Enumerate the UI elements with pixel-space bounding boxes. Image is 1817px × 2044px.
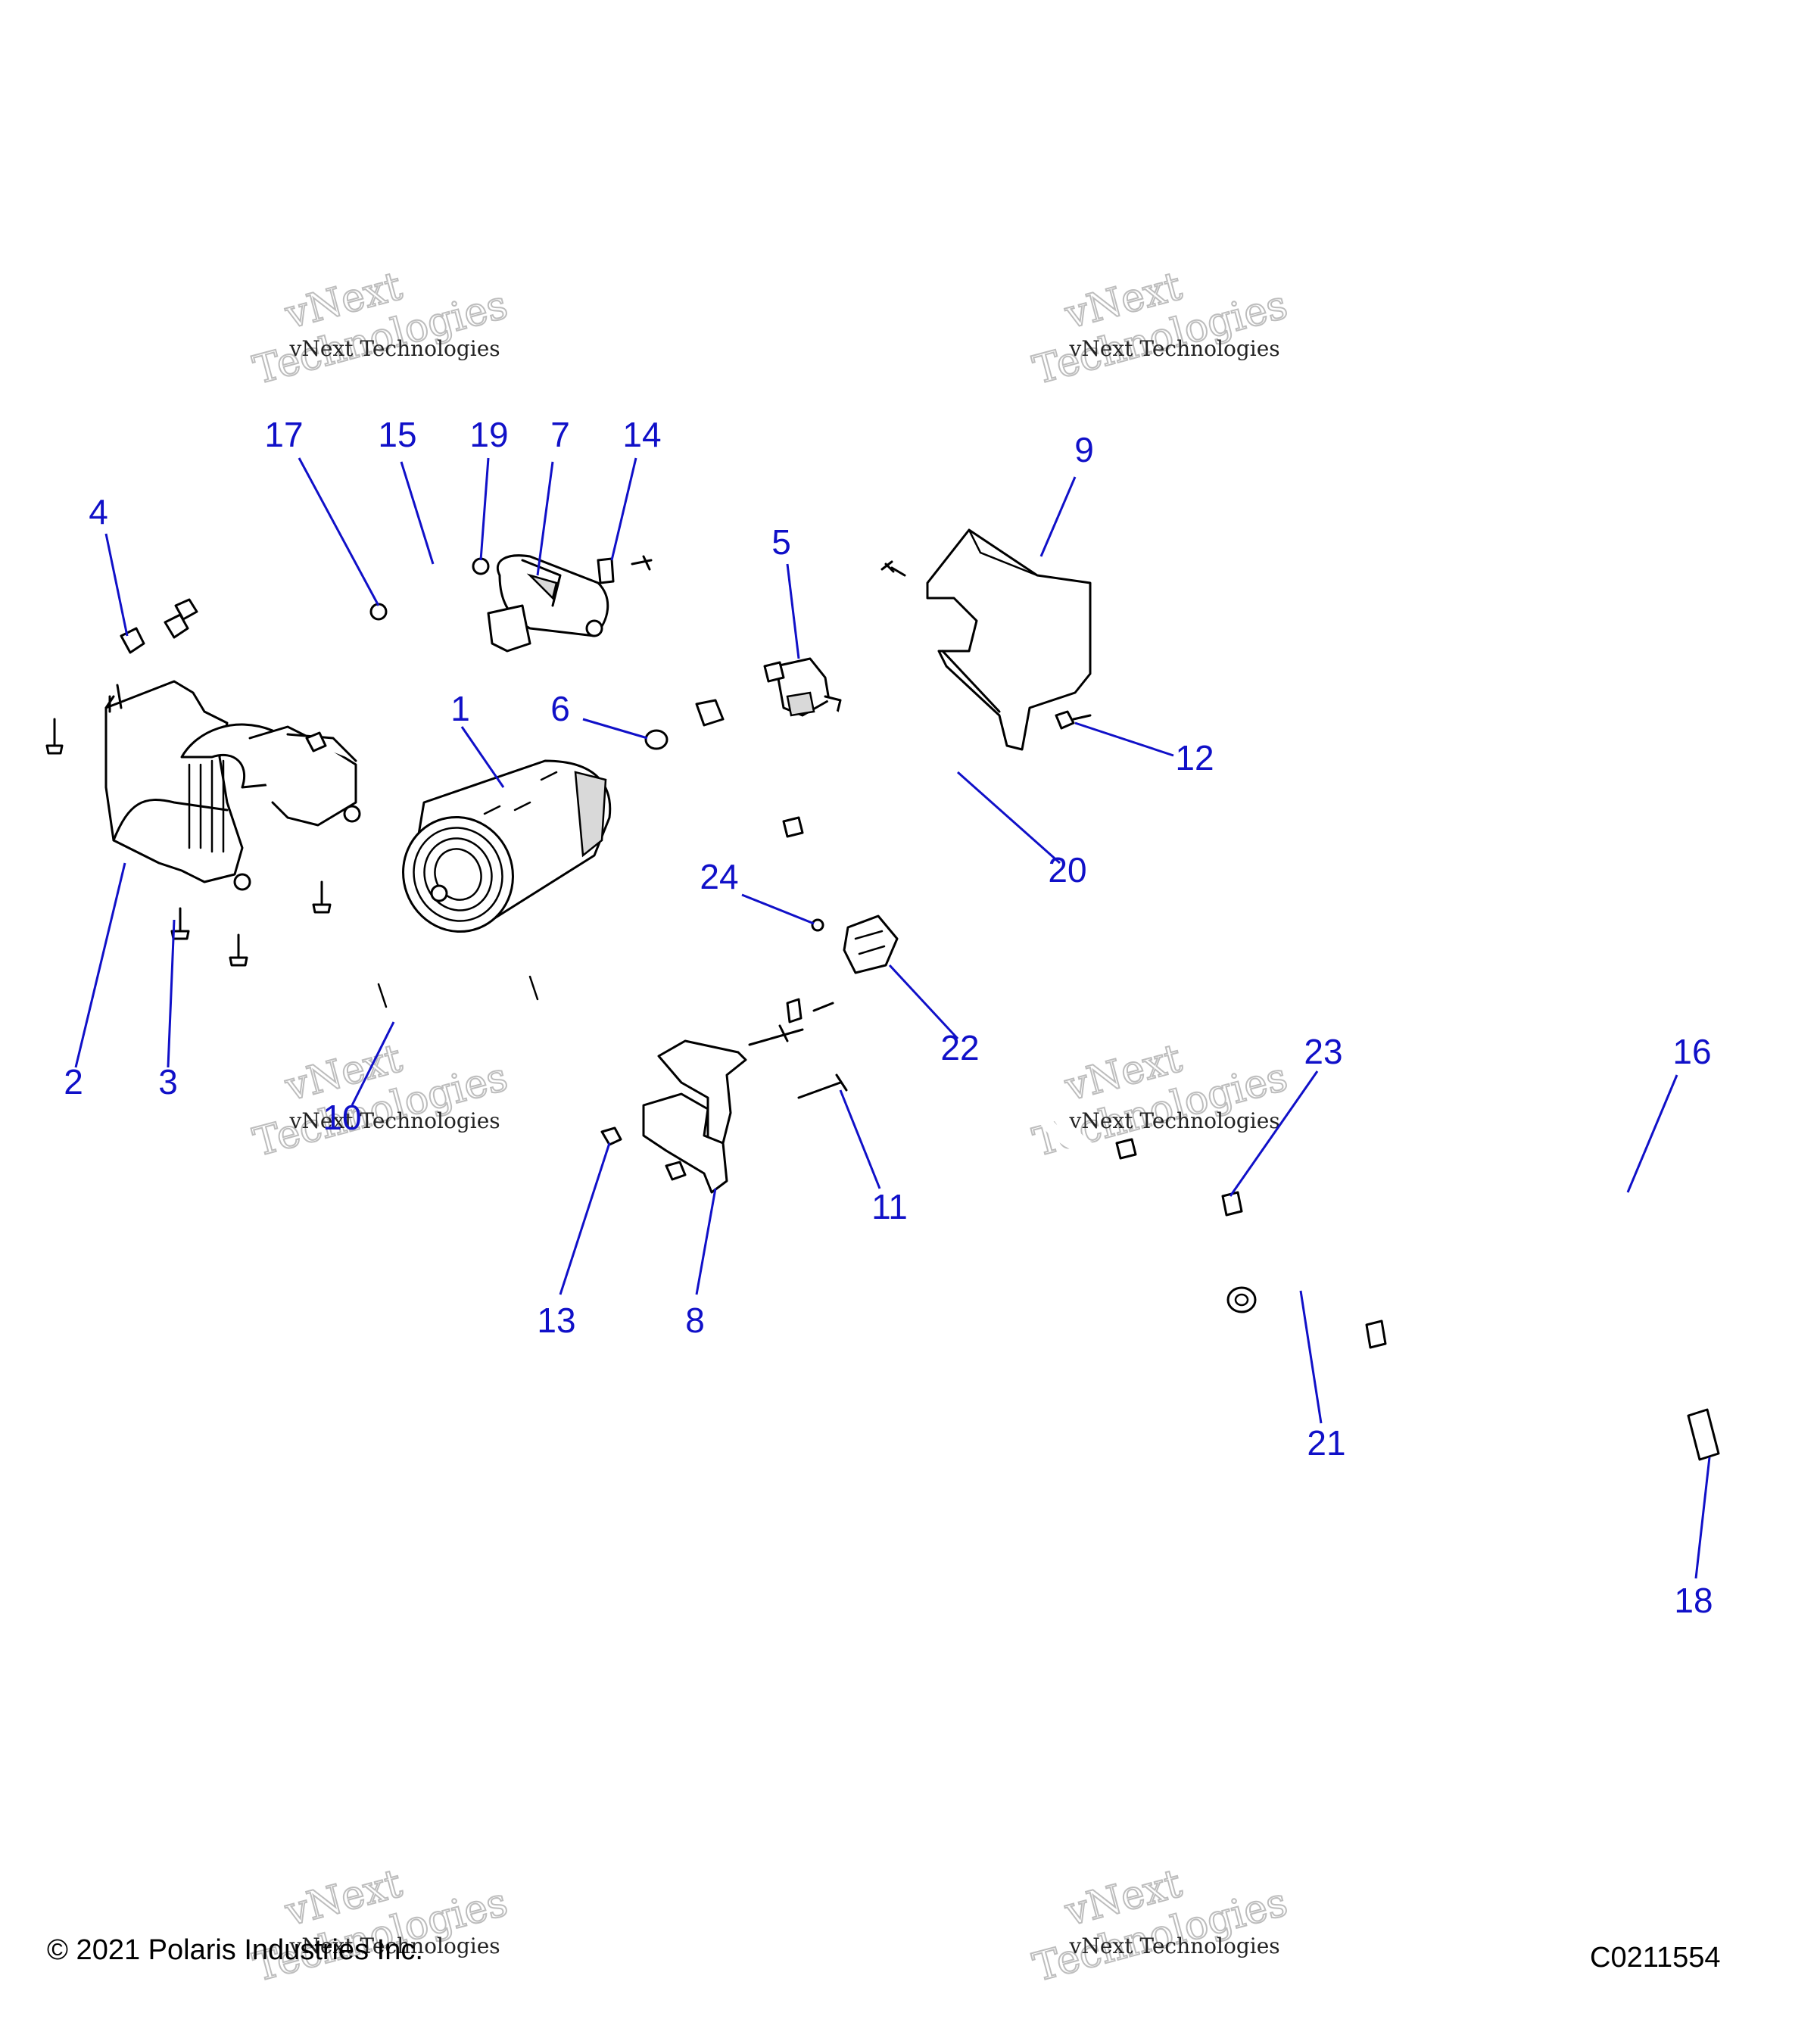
callout-21: 21: [1307, 1423, 1345, 1463]
part-24-screw: [811, 918, 824, 932]
part-8-bracket: [642, 998, 834, 1194]
part-6-clamp: [644, 729, 669, 750]
diagram-code: C0211554: [1590, 1942, 1721, 1974]
part-12-screw: [1055, 710, 1092, 730]
main-vent-lines: [669, 637, 1717, 1464]
callout-23: 23: [1304, 1032, 1342, 1071]
part-20-hose: [824, 710, 971, 784]
part-5-solenoid: [763, 657, 842, 717]
callout-18: 18: [1674, 1581, 1713, 1620]
callout-8: 8: [685, 1301, 705, 1340]
part-23-clips: [1115, 1138, 1387, 1349]
svg-text:vNext Technologies: vNext Technologies: [1069, 1933, 1280, 1958]
part-10-hose: [328, 911, 672, 1012]
callout-19: 19: [469, 415, 508, 454]
callout-17: 17: [264, 415, 303, 454]
svg-text:vNext Technologies: vNext Technologies: [1069, 1108, 1280, 1133]
callout-9: 9: [1074, 430, 1094, 469]
part-14-clip-bolt: [597, 555, 653, 584]
part-1-canister: [402, 759, 612, 933]
callout-10: 10: [323, 1098, 361, 1137]
part-13-nut: [600, 1126, 687, 1181]
callout-11: 11: [871, 1187, 908, 1226]
callout-13: 13: [537, 1301, 575, 1340]
callout-7: 7: [550, 415, 570, 454]
callout-12: 12: [1175, 738, 1214, 777]
part-2-canister-cradle: [104, 680, 361, 891]
part-4-clip-nuts: [120, 598, 327, 752]
callout-4: 4: [89, 492, 108, 531]
callout-14: 14: [622, 415, 661, 454]
part-11-bolt: [797, 1073, 848, 1099]
part-15-hose: [375, 551, 462, 617]
svg-text:vNext Technologies: vNext Technologies: [1069, 336, 1280, 361]
callout-24: 24: [700, 857, 738, 896]
part-21-hose: [1219, 1185, 1306, 1313]
part-3-screws: [45, 695, 332, 967]
part-22-connector: [843, 915, 899, 974]
watermark-top-right: vNext Technologies vNext Technologies: [1028, 263, 1293, 394]
svg-text:vNext Technologies: vNext Technologies: [289, 1108, 500, 1133]
callout-15: 15: [378, 415, 416, 454]
part-18-clamp: [1687, 1408, 1720, 1461]
part-7-valve: [487, 554, 609, 653]
leader-lines: [74, 457, 1711, 1579]
watermark-top-left: vNext Technologies vNext Technologies: [248, 263, 513, 394]
watermark-bottom-left: vNext Technologies vNext Technologies: [248, 1860, 513, 1992]
copyright-text: © 2021 Polaris Industries Inc.: [47, 1934, 423, 1966]
callout-3: 3: [158, 1062, 178, 1101]
callout-1: 1: [450, 689, 470, 728]
callout-6: 6: [550, 689, 570, 728]
part-9-shield: [880, 528, 1092, 751]
part-16-hose: [1485, 1129, 1769, 1457]
callout-20: 20: [1048, 850, 1086, 890]
callout-numbers: 1 2 3 4 5 6 7 8 9 10 11 12 13 14 15 16 1…: [64, 415, 1713, 1620]
part-17-clamp: [369, 603, 388, 621]
svg-text:vNext Technologies: vNext Technologies: [289, 336, 500, 361]
callout-5: 5: [771, 522, 791, 562]
svg-text:vNext Technologies: vNext Technologies: [289, 1933, 500, 1958]
watermark-mid-left: vNext Technologies vNext Technologies: [248, 1035, 513, 1167]
callout-2: 2: [64, 1062, 83, 1101]
part-19-clamp: [472, 557, 490, 575]
callout-22: 22: [940, 1028, 979, 1067]
watermark-bottom-right: vNext Technologies vNext Technologies: [1028, 1860, 1293, 1992]
callout-16: 16: [1672, 1032, 1711, 1071]
